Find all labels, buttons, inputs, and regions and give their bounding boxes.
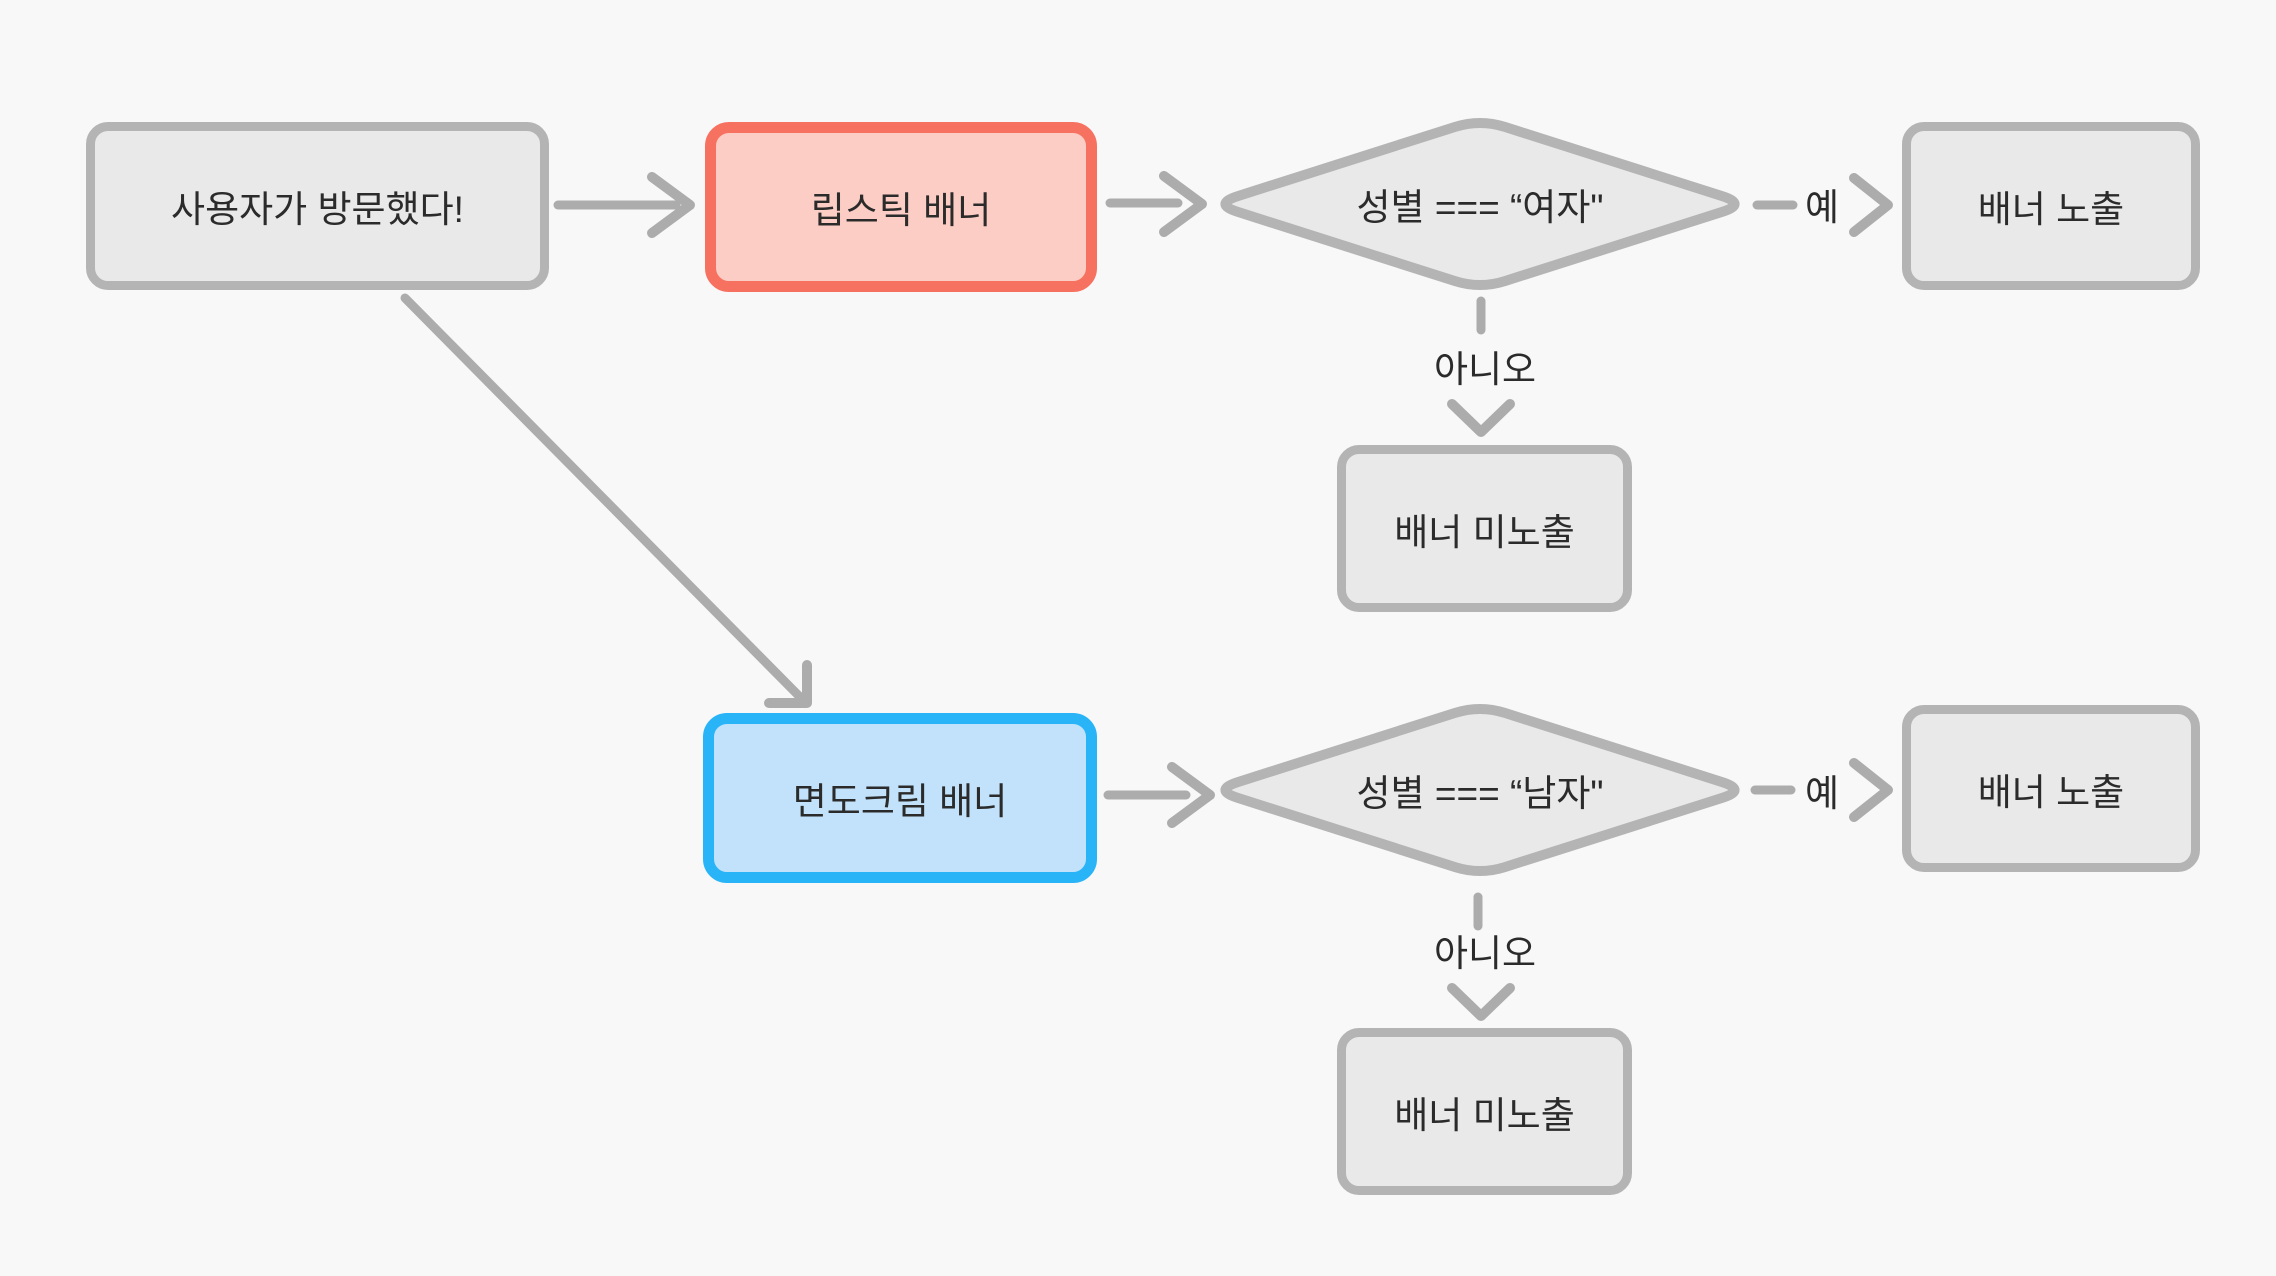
node-lipstick-banner: 립스틱 배너 bbox=[705, 122, 1097, 292]
node-shaving-banner-label: 면도크림 배너 bbox=[792, 781, 1008, 822]
decision-female-label: 성별 === “여자" bbox=[1230, 176, 1730, 232]
edge-label-yes-male: 예 bbox=[1772, 763, 1872, 817]
diamond-decision-female bbox=[1220, 117, 1740, 291]
node-banner-hide-female: 배너 미노출 bbox=[1337, 445, 1632, 612]
node-banner-show-male-label: 배너 노출 bbox=[1977, 771, 2125, 813]
edge-label-yes-female: 예 bbox=[1772, 177, 1872, 231]
edge-label-yes-female-text: 예 bbox=[1804, 187, 1840, 228]
edge-label-no-female-text: 아니오 bbox=[1433, 349, 1537, 390]
edge-label-no-male-text: 아니오 bbox=[1433, 933, 1537, 974]
node-banner-hide-male-label: 배너 미노출 bbox=[1394, 1094, 1575, 1136]
node-banner-show-female-label: 배너 노출 bbox=[1977, 189, 2125, 230]
arrow-start-to-shaving bbox=[400, 293, 804, 701]
diamond-decision-male bbox=[1220, 703, 1740, 877]
node-banner-hide-male: 배너 미노출 bbox=[1337, 1028, 1632, 1195]
arrowhead-decision-male-no bbox=[1447, 983, 1515, 1021]
edge-label-no-male: 아니오 bbox=[1400, 924, 1570, 976]
arrowhead-shaving-to-decision bbox=[1167, 762, 1215, 828]
arrowhead-decision-male-yes bbox=[1849, 758, 1893, 822]
node-start: 사용자가 방문했다! bbox=[86, 122, 549, 290]
node-banner-show-female: 배너 노출 bbox=[1902, 122, 2200, 290]
edge-label-no-female: 아니오 bbox=[1400, 340, 1570, 392]
edge-label-yes-male-text: 예 bbox=[1804, 773, 1840, 814]
node-lipstick-banner-label: 립스틱 배너 bbox=[810, 190, 992, 231]
arrowhead-decision-female-no bbox=[1447, 399, 1515, 437]
arrowhead-lipstick-to-decision bbox=[1159, 171, 1207, 237]
node-banner-show-male: 배너 노출 bbox=[1902, 705, 2200, 872]
arrowhead-start-to-lipstick bbox=[647, 172, 695, 238]
decision-male-label: 성별 === “남자" bbox=[1230, 762, 1730, 818]
node-banner-hide-female-label: 배너 미노출 bbox=[1394, 511, 1575, 553]
node-start-label: 사용자가 방문했다! bbox=[171, 189, 464, 230]
decision-female-text: 성별 === “여자" bbox=[1356, 187, 1604, 228]
arrowhead-decision-female-yes bbox=[1849, 173, 1893, 237]
decision-male-text: 성별 === “남자" bbox=[1356, 773, 1604, 814]
arrowhead-start-to-shaving bbox=[764, 660, 812, 708]
node-shaving-banner: 면도크림 배너 bbox=[703, 713, 1097, 883]
